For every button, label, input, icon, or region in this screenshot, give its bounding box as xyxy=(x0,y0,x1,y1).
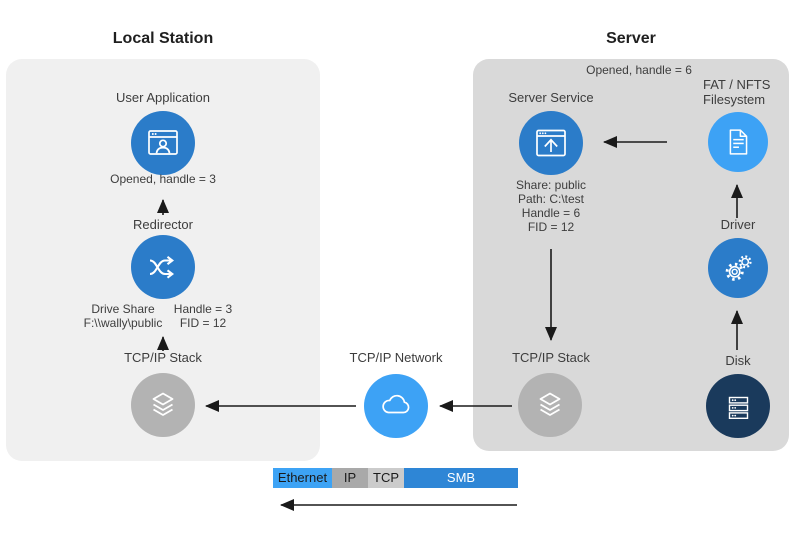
server-service-notes: Share: public Path: C:\test Handle = 6 F… xyxy=(471,178,631,234)
redirector-handle-note: Handle = 3 FID = 12 xyxy=(151,302,255,330)
handle-line1: Handle = 3 xyxy=(173,302,233,316)
local-tcpip-stack-label: TCP/IP Stack xyxy=(124,350,202,365)
server-service-note-share: Share: public xyxy=(515,178,587,192)
legend-segment-smb: SMB xyxy=(404,468,518,488)
gears-icon xyxy=(725,255,752,281)
filesystem-label-line1: FAT / NFTS xyxy=(703,77,771,92)
cloud-icon xyxy=(382,394,410,414)
drive-share-line1: Drive Share xyxy=(91,302,155,316)
server-service-node xyxy=(519,111,583,175)
redirector-node xyxy=(131,235,195,299)
server-service-label: Server Service xyxy=(508,90,594,105)
server-tcpip-stack-label: TCP/IP Stack xyxy=(512,350,590,365)
user-application-status: Opened, handle = 3 xyxy=(110,172,216,186)
layers-icon xyxy=(539,392,561,416)
drive-share-note: Drive Share F:\\wally\public xyxy=(61,302,185,330)
app-window-user-icon xyxy=(148,130,178,155)
legend-segment-ip: IP xyxy=(332,468,368,488)
tcpip-network-label: TCP/IP Network xyxy=(349,350,443,365)
document-icon xyxy=(729,129,748,155)
disk-label: Disk xyxy=(725,353,751,368)
server-tcpip-stack-node xyxy=(518,373,582,437)
user-application-node xyxy=(131,111,195,175)
redirector-label: Redirector xyxy=(133,217,193,232)
legend-segment-ethernet: Ethernet xyxy=(273,468,332,488)
server-service-note-handle: Handle = 6 xyxy=(521,206,581,220)
server-rack-icon xyxy=(728,396,749,419)
app-window-upload-icon xyxy=(536,129,566,157)
driver-label: Driver xyxy=(720,217,756,232)
server-service-note-fid: FID = 12 xyxy=(527,220,575,234)
filesystem-label: FAT / NFTS Filesystem xyxy=(703,77,795,107)
filesystem-node xyxy=(708,112,768,172)
layers-icon xyxy=(152,392,174,416)
server-status-top: Opened, handle = 6 xyxy=(586,63,692,77)
server-title: Server xyxy=(606,30,656,47)
filesystem-label-line2: Filesystem xyxy=(703,92,766,107)
local-station-title: Local Station xyxy=(112,30,214,47)
local-tcpip-stack-node xyxy=(131,373,195,437)
disk-node xyxy=(706,374,770,438)
driver-node xyxy=(708,238,768,298)
server-service-note-path: Path: C:\test xyxy=(517,192,585,206)
drive-share-line2: F:\\wally\public xyxy=(83,316,163,330)
handle-line2: FID = 12 xyxy=(179,316,227,330)
tcpip-network-node xyxy=(364,374,428,438)
user-application-label: User Application xyxy=(116,90,210,105)
crossed-arrows-icon xyxy=(149,255,175,279)
packet-legend-bar: Ethernet IP TCP SMB xyxy=(273,468,518,488)
legend-segment-tcp: TCP xyxy=(368,468,404,488)
